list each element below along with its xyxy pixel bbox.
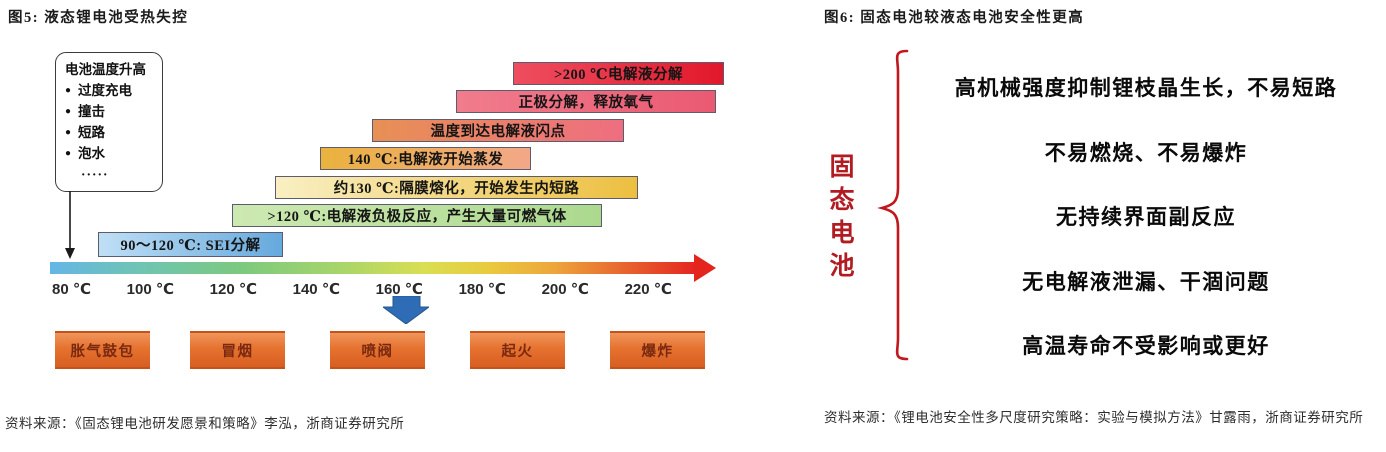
benefit-line: 高机械强度抑制锂枝晶生长，不易短路 [954,76,1338,100]
stage-bar: 140 ℃:电解液开始蒸发 [320,147,531,170]
temperature-tick-label: 220 ℃ [624,281,672,298]
figure5-title: 图5: 液态锂电池受热失控 [8,10,189,26]
bullet-icon: ● [65,85,72,97]
trigger-cause-box: 电池温度升高 ● 过度充电 ● 撞击 ● 短路 ● 泡水 ····· [55,52,163,192]
bullet-icon: ● [65,148,72,160]
temperature-tick-label: 140 ℃ [292,281,340,298]
stage-bar: >200 ℃电解液分解 [513,62,724,85]
temperature-axis-arrowhead-icon [694,254,716,282]
temperature-tick-label: 200 ℃ [541,281,589,298]
temperature-tick-label: 180 ℃ [458,281,506,298]
figure5-source: 资料来源：《固态锂电池研发愿景和策略》李泓，浙商证券研究所 [5,416,405,431]
temperature-tick-label: 100 ℃ [126,281,175,298]
trigger-item-label: 撞击 [78,103,106,119]
temperature-tick-labels: 80 ℃ 100 ℃ 120 ℃ 140 ℃ 160 ℃ 180 ℃ 200 ℃ 220 ℃ [52,280,672,298]
bullet-icon: ● [65,106,72,118]
bullet-icon: ● [65,127,72,139]
outcome-box: 胀气鼓包 [55,331,150,369]
trigger-item-label: 过度充电 [78,82,133,98]
trigger-item: ● 短路 [65,123,158,144]
temperature-tick-label: 80 ℃ [52,281,92,298]
down-arrow-icon [383,296,429,324]
box-to-axis-arrow [65,191,75,259]
benefit-line: 不易燃烧、不易爆炸 [1044,140,1248,165]
subject-char: 固 [829,154,855,181]
trigger-item-label: 短路 [78,124,106,140]
benefit-line: 无电解液泄漏、干涸问题 [1022,269,1270,294]
subject-char: 电 [829,220,855,247]
trigger-item-list: ● 过度充电 ● 撞击 ● 短路 ● 泡水 [65,81,158,165]
trigger-item: ● 泡水 [65,144,158,165]
benefit-list: 高机械强度抑制锂枝晶生长，不易短路不易燃烧、不易爆炸无持续界面副反应无电解液泄漏… [913,72,1379,360]
benefit-line: 无持续界面副反应 [1056,205,1236,229]
figure6-title: 图6: 固态电池较液态电池安全性更高 [824,10,1085,26]
trigger-box-title: 电池温度升高 [65,62,146,77]
stage-bar: 约130 ℃:隔膜熔化，开始发生内短路 [275,176,638,199]
trigger-item-label: 泡水 [78,145,106,161]
temperature-tick-label: 120 ℃ [209,281,257,298]
stage-bar: 90～120 ℃: SEI分解 [98,232,283,257]
outcome-box: 冒烟 [190,331,285,369]
outcome-box: 爆炸 [610,331,705,369]
outcome-box: 喷阀 [330,331,425,369]
subject-char: 态 [829,187,855,214]
stage-bar: >120 ℃:电解液负极反应，产生大量可燃气体 [232,204,602,227]
stage-bar: 温度到达电解液闪点 [372,119,624,142]
stage-bar: 正极分解，释放氧气 [456,90,716,113]
solid-state-battery-vertical-label: 固态电池 [826,151,858,283]
temperature-tick-label: 160 ℃ [375,281,423,298]
benefit-line: 高温寿命不受影响或更好 [1022,334,1270,358]
trigger-item: ● 撞击 [65,102,158,123]
figure6-source: 资料来源：《锂电池安全性多尺度研究策略：实验与模拟方法》甘露雨，浙商证券研究所 [824,410,1364,425]
subject-char: 池 [829,253,855,280]
temperature-axis-gradient [50,262,696,274]
trigger-item: ● 过度充电 [65,81,158,102]
trigger-ellipsis: ····· [81,166,109,182]
red-curly-brace [877,49,909,361]
outcome-box: 起火 [470,331,565,369]
